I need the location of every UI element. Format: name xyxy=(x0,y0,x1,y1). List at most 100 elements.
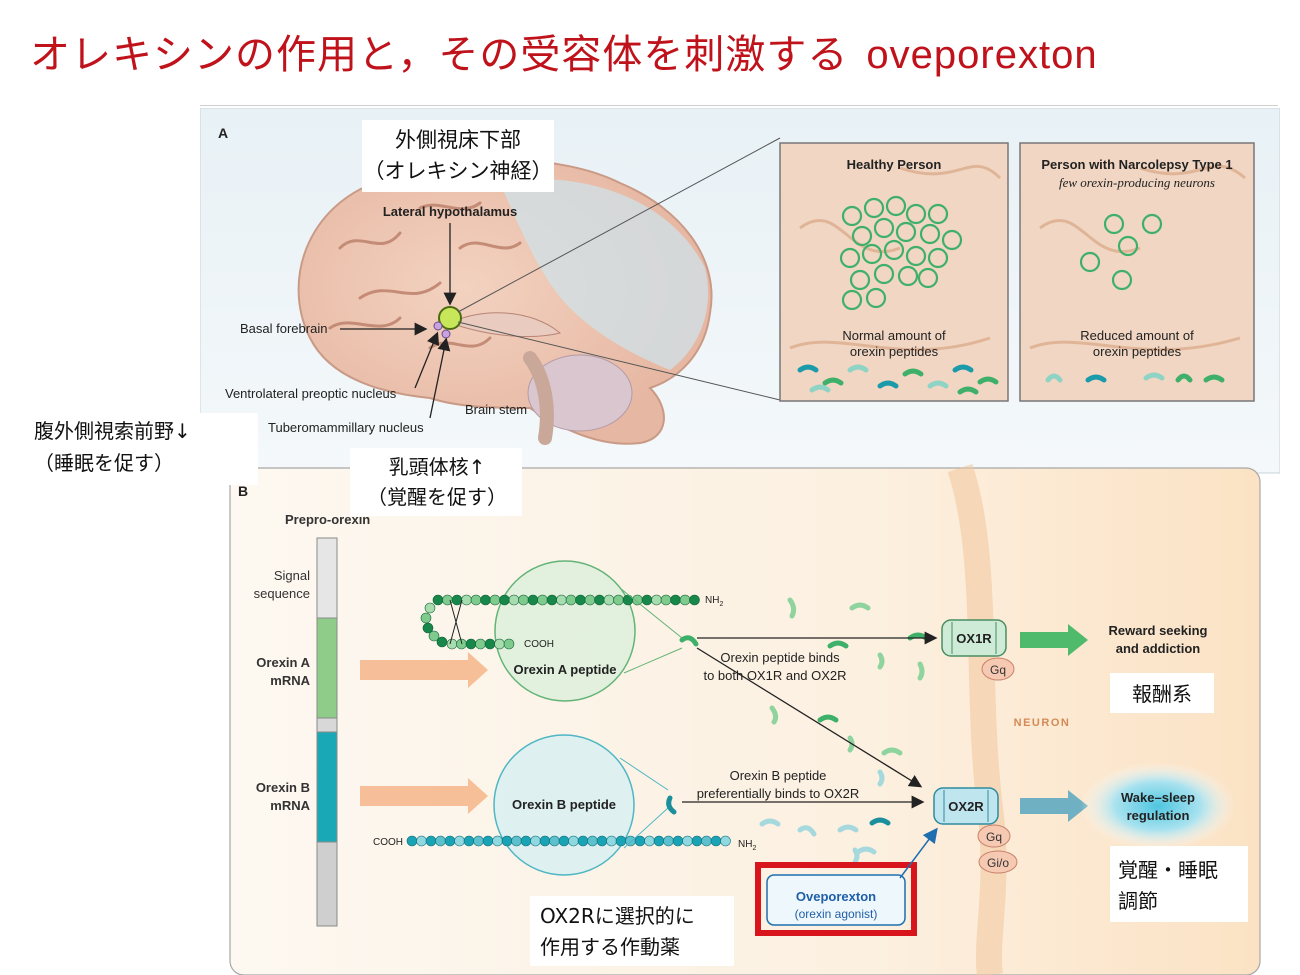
label-brain-stem: Brain stem xyxy=(465,402,527,417)
orexin-b-bead xyxy=(682,835,693,847)
jp-wake-box xyxy=(1110,846,1248,922)
orexin-b-bead xyxy=(625,835,636,847)
arrow-tmn xyxy=(429,337,451,419)
narco-subtitle: few orexin-producing neurons xyxy=(1059,175,1215,190)
arrow-vlpo xyxy=(414,331,440,389)
orexin-b-nh2: NH2 xyxy=(738,839,756,852)
label-orexin-b-peptide: Orexin B peptide xyxy=(512,797,616,812)
orexin-a-bead xyxy=(679,594,691,606)
orexin-a-bead xyxy=(470,594,482,606)
panel-b-label: B xyxy=(238,483,248,499)
jp-reward-box xyxy=(1110,673,1214,713)
label-orexin-a-peptide: Orexin A peptide xyxy=(513,662,616,677)
orexin-a-bead xyxy=(432,594,444,606)
label-ox2r-gq: Gq xyxy=(986,830,1002,844)
orexin-a-bead xyxy=(670,594,681,606)
label-reward-1: Reward seeking xyxy=(1109,623,1208,638)
zoom-lines xyxy=(457,137,781,401)
arrow-a-to-ox2r xyxy=(696,647,923,788)
orexin-a-bead xyxy=(641,594,653,606)
neuron-membrane xyxy=(947,463,1007,975)
orexin-b-bead xyxy=(615,835,627,847)
healthy-neuron-cluster xyxy=(839,195,963,311)
label-ox2r-gio: Gi/o xyxy=(987,856,1009,870)
orexin-b-bead xyxy=(473,835,484,847)
orexin-b-bead xyxy=(463,835,475,847)
orexin-b-bead xyxy=(501,835,513,847)
arrow-oveporexton-to-ox2r xyxy=(899,827,938,879)
orexin-a-bead xyxy=(499,594,510,606)
jp-reward: 報酬系 xyxy=(1132,682,1192,706)
jp-ovep-2: 作用する作動薬 xyxy=(540,935,680,959)
orexin-a-bead xyxy=(632,594,643,606)
orexin-b-bead xyxy=(596,835,608,847)
orexin-b-bead xyxy=(425,835,437,847)
orexin-a-bead xyxy=(422,622,434,634)
healthy-title: Healthy Person xyxy=(847,157,942,172)
label-signal-2: sequence xyxy=(254,586,310,601)
arrow-ox2r-outcome xyxy=(1020,790,1088,822)
narco-caption-2: orexin peptides xyxy=(1093,344,1182,359)
orexin-a-cooh: COOH xyxy=(524,639,554,650)
arrow-orexin-a-translation xyxy=(360,652,488,688)
orexin-a-bead xyxy=(446,638,458,650)
orexin-a-bead xyxy=(465,638,477,650)
wake-glow xyxy=(1080,762,1236,850)
orexin-a-bead xyxy=(651,594,662,606)
disulfide-bond xyxy=(449,599,463,645)
ox2r-receptor: OX2R Gq Gi/o xyxy=(933,787,1018,874)
orexin-b-bead xyxy=(644,835,655,847)
orexin-b-cooh: COOH xyxy=(373,837,403,848)
orexin-a-bead xyxy=(494,638,505,650)
orexin-a-bead xyxy=(527,594,539,606)
label-binds-b-1: Orexin B peptide xyxy=(730,768,827,783)
orexin-a-bead xyxy=(565,594,577,606)
orexin-a-bead xyxy=(622,594,634,606)
orexin-b-bead xyxy=(587,835,598,847)
orexin-a-bead xyxy=(518,594,529,606)
jp-tmn-box xyxy=(350,448,522,516)
label-binds-a-2: to both OX1R and OX2R xyxy=(703,668,846,683)
orexin-b-bead xyxy=(416,835,427,847)
arrow-orexin-b-translation xyxy=(360,778,488,814)
label-orexin-b-mrna-1: Orexin B xyxy=(256,780,310,795)
oveporexton-box xyxy=(766,874,906,926)
oveporexton-highlight xyxy=(755,862,917,936)
label-orexin-b-mrna-2: mRNA xyxy=(270,798,310,813)
jp-vlpo-line1: 腹外側視索前野↓ xyxy=(34,419,191,443)
narcolepsy-inset: Person with Narcolepsy Type 1 few orexin… xyxy=(1019,142,1255,402)
orexin-a-bead xyxy=(613,594,624,606)
orexin-a-bead xyxy=(420,612,432,624)
orexin-a-bead xyxy=(475,638,486,650)
jp-tmn-line1: 乳頭体核↑ xyxy=(389,455,486,479)
orexin-b-zoom xyxy=(619,757,669,849)
orexin-b-bead xyxy=(520,835,532,847)
orexin-b-bead xyxy=(539,835,551,847)
healthy-caption-2: orexin peptides xyxy=(850,344,939,359)
label-orexin-agonist: (orexin agonist) xyxy=(795,907,878,921)
label-binds-a-1: Orexin peptide binds xyxy=(720,650,840,665)
orexin-a-bead xyxy=(489,594,501,606)
orexin-a-chain xyxy=(420,594,700,650)
orexin-a-bead xyxy=(689,594,700,606)
label-signal-1: Signal xyxy=(274,568,310,583)
orexin-a-bead xyxy=(503,638,515,650)
label-vlpo: Ventrolateral preoptic nucleus xyxy=(225,386,397,401)
title-jp: オレキシンの作用と，その受容体を刺激する xyxy=(30,32,849,78)
ox1r-receptor: OX1R Gq xyxy=(941,619,1015,681)
label-wake-2: regulation xyxy=(1127,808,1190,823)
orexin-a-bead xyxy=(660,594,672,606)
label-orexin-a-mrna-1: Orexin A xyxy=(256,655,310,670)
orexin-b-bead xyxy=(691,835,703,847)
arrow-ox1r-outcome xyxy=(1020,624,1088,656)
jp-ovep-1: OX2Rに選択的に xyxy=(540,904,695,928)
orexin-a-bead xyxy=(424,602,436,614)
orexin-a-zoom xyxy=(619,587,683,674)
floating-peptides xyxy=(666,597,929,865)
orexin-b-bead xyxy=(406,835,418,847)
label-ox1r-gq: Gq xyxy=(990,663,1006,677)
orexin-a-bead xyxy=(556,594,567,606)
jp-vlpo-line2: （睡眠を促す） xyxy=(34,451,174,475)
orexin-a-bead xyxy=(436,636,448,648)
label-ox2r: OX2R xyxy=(948,799,984,814)
